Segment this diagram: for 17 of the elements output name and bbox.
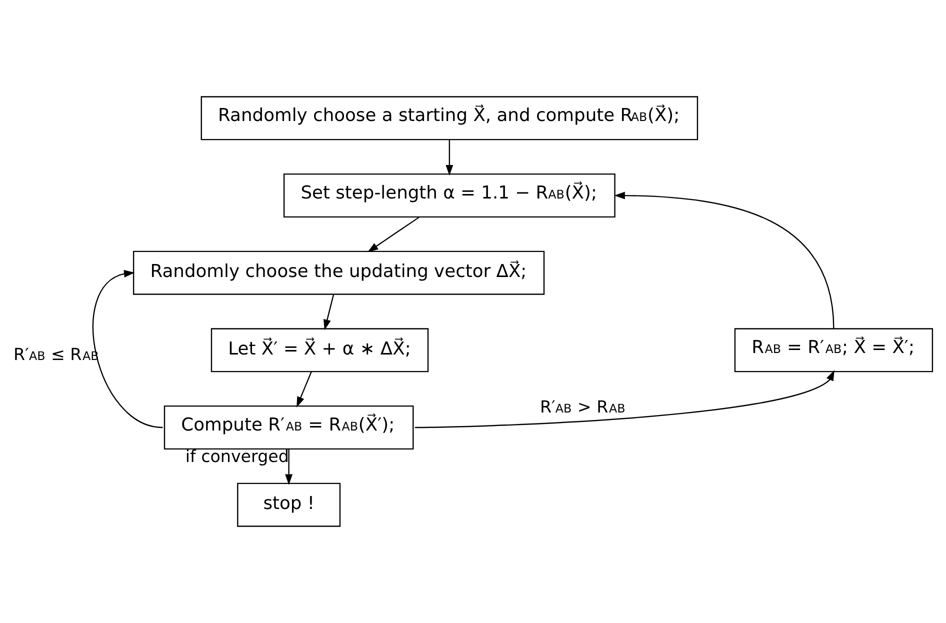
arrow <box>296 372 312 408</box>
node-box: Let X⃗′ = X⃗ + α ∗ ΔX⃗; <box>210 328 429 372</box>
node-box: Compute R′AB = RAB(X⃗′); <box>164 405 414 450</box>
arrow <box>92 270 163 428</box>
node-box: Randomly choose a starting X⃗, and compute RAB(X⃗); <box>200 96 698 140</box>
edge-label: R′AB > RAB <box>540 398 626 417</box>
arrow <box>446 140 454 176</box>
arrow <box>368 216 420 252</box>
arrow <box>285 449 293 485</box>
edge-label: if converged <box>185 446 289 466</box>
node-box: Set step-length α = 1.1 − RAB(X⃗); <box>283 174 616 218</box>
arrow <box>614 192 834 329</box>
arrow <box>324 294 334 330</box>
node-box: Randomly choose the updating vector ΔX⃗; <box>132 250 545 295</box>
arrow <box>414 370 834 428</box>
node-box: RAB = R′AB; X⃗ = X⃗′; <box>734 328 934 372</box>
node-box: stop ! <box>237 482 341 527</box>
